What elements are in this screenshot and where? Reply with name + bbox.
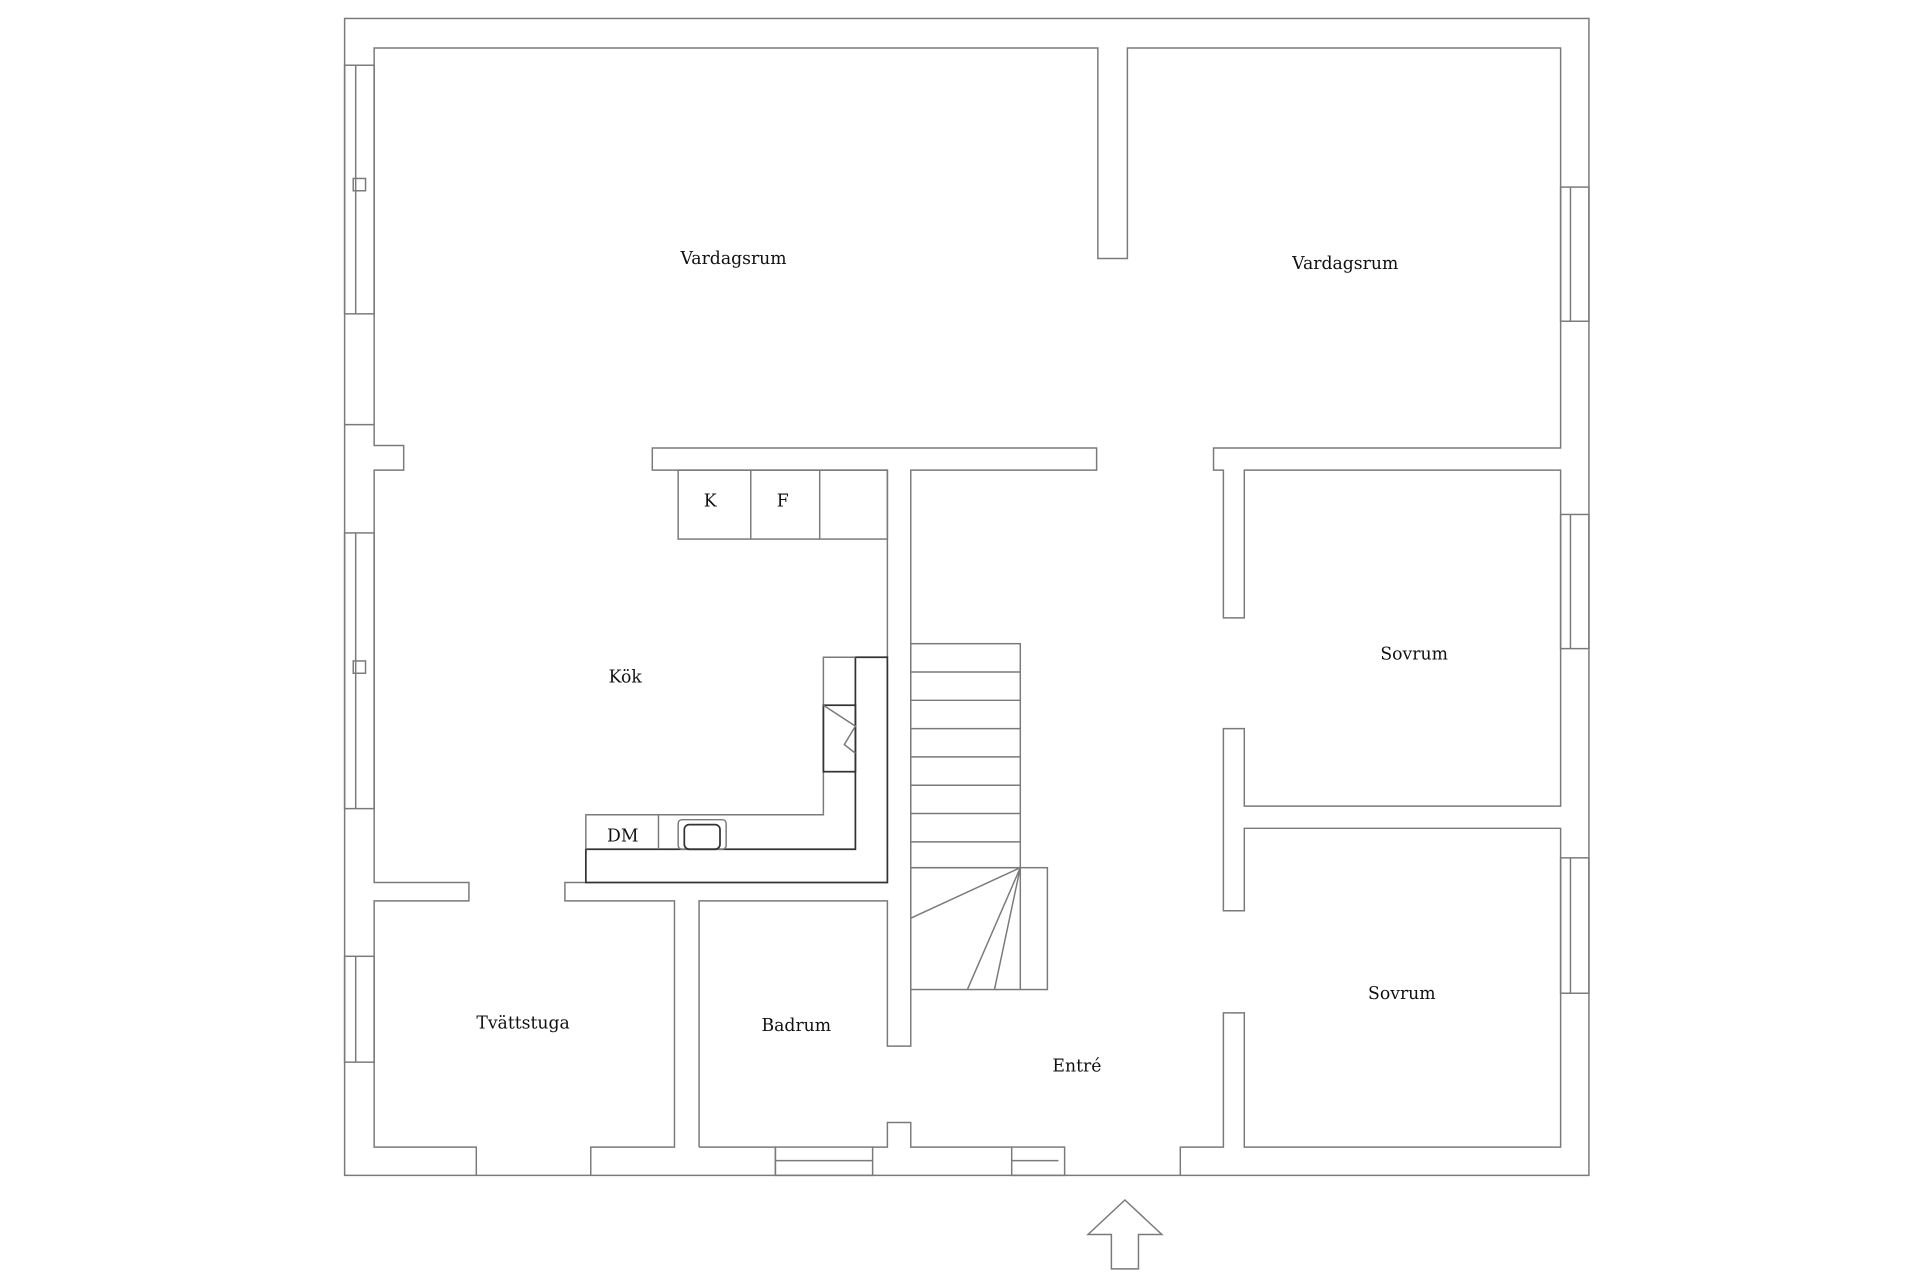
stove [822, 704, 857, 773]
label-freezer: K [704, 492, 718, 512]
tall-cabinets [677, 469, 889, 540]
window [343, 64, 375, 315]
interior-wall-right [373, 47, 1562, 1176]
interior-wall-left [344, 423, 478, 1176]
label-fridge: F [777, 492, 789, 512]
central-wall [651, 447, 1098, 1148]
window [1559, 186, 1590, 322]
label-dishwasher: DM [607, 826, 638, 846]
window [1559, 513, 1590, 650]
window [1559, 857, 1590, 994]
windows [343, 64, 1590, 1063]
label-living-left: Vardagsrum [679, 249, 786, 269]
room-labels: Vardagsrum Vardagsrum Kök K F DM Tvättst… [476, 249, 1448, 1076]
label-bathroom: Badrum [762, 1016, 832, 1036]
bath-wall [699, 1146, 777, 1176]
label-bedroom-bottom: Sovrum [1368, 984, 1436, 1004]
label-kitchen: Kök [609, 668, 643, 688]
window [343, 955, 375, 1063]
laundry-wall [564, 881, 676, 1176]
label-entrance: Entré [1052, 1057, 1101, 1077]
window [343, 532, 375, 810]
stairs [910, 642, 1049, 991]
kitchen-fixtures [584, 469, 889, 884]
up-arrow-icon [1086, 1198, 1164, 1270]
label-living-right: Vardagsrum [1291, 254, 1398, 274]
entry-wall [872, 1121, 1012, 1148]
label-bedroom-top: Sovrum [1380, 644, 1448, 664]
counter [584, 656, 889, 884]
label-laundry: Tvättstuga [476, 1013, 569, 1033]
